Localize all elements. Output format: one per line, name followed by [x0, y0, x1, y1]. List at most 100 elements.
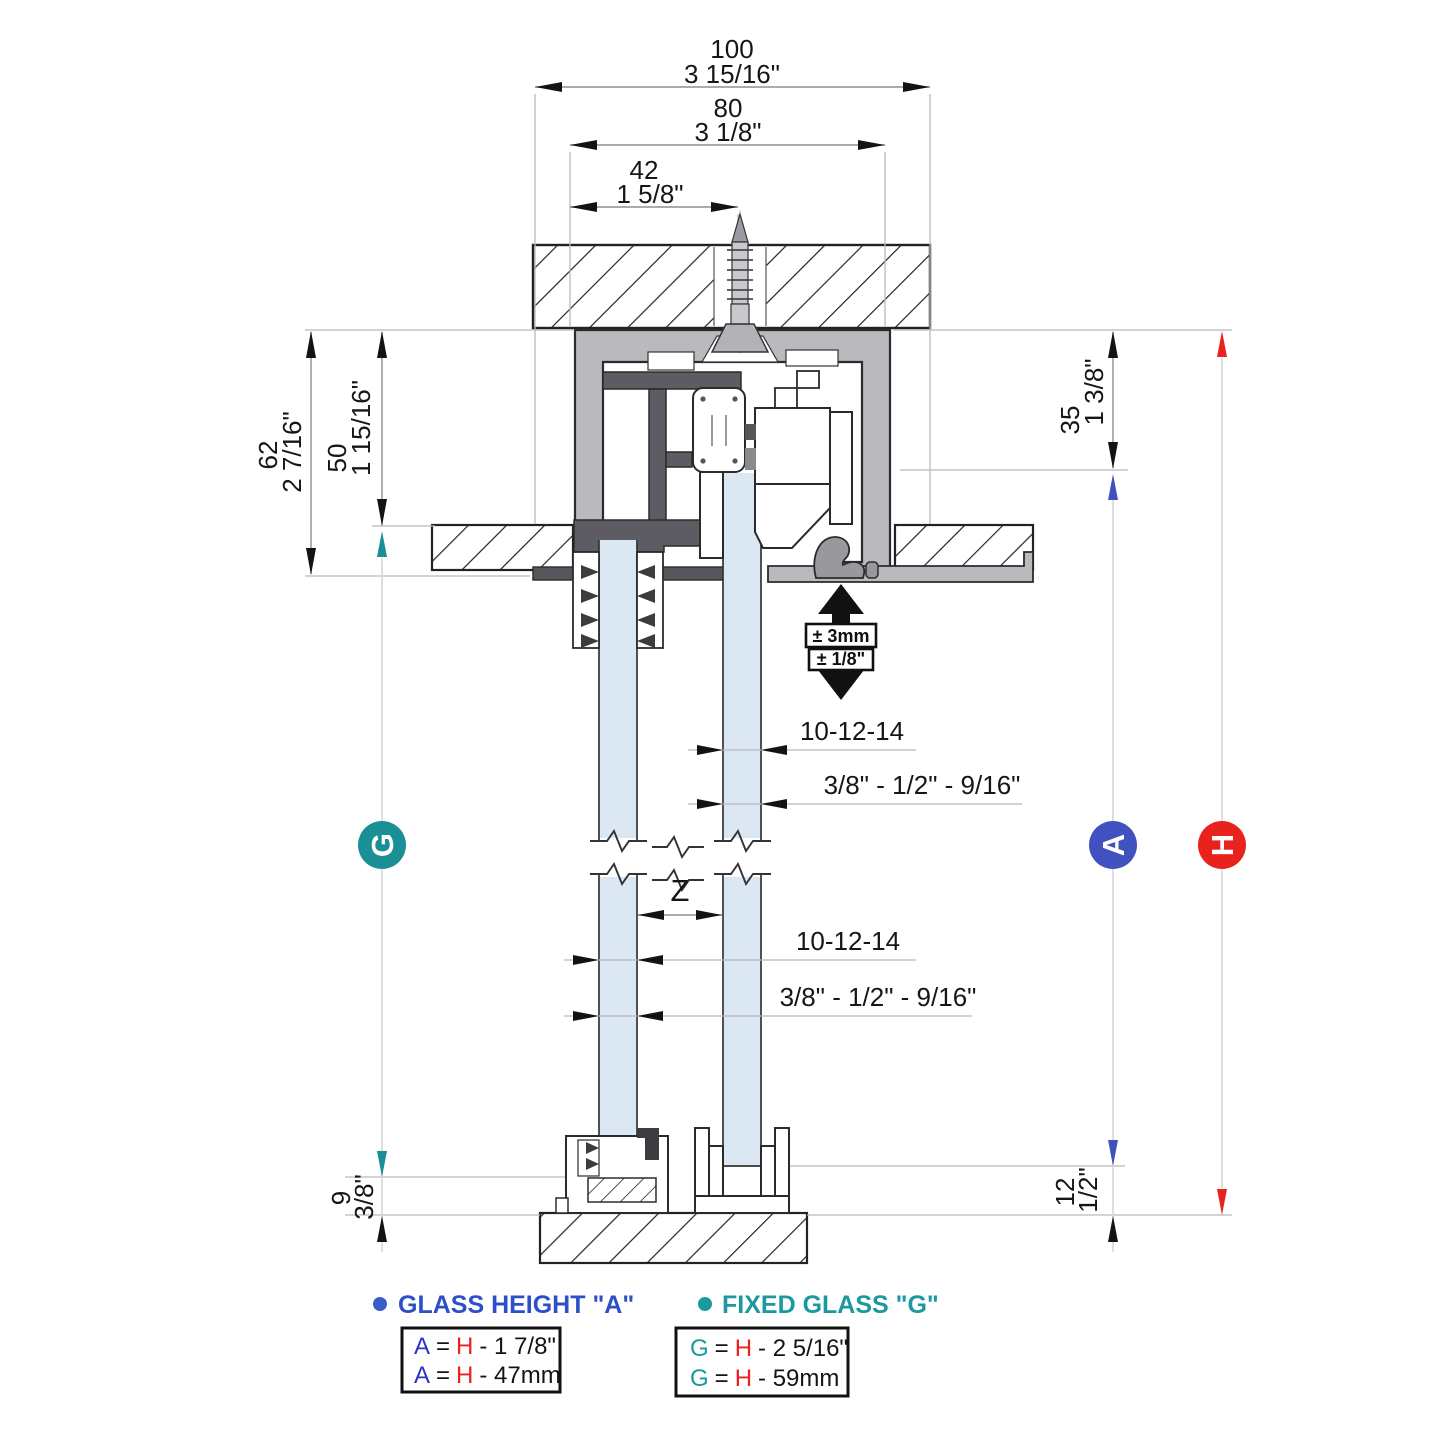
legend-a-row-2: A=H- 47mm — [414, 1362, 561, 1389]
total-height-badge-letter: H — [1205, 834, 1240, 856]
dim-12-inch: 1/2" — [1073, 1167, 1103, 1212]
dim-9-inch: 3/8" — [349, 1174, 379, 1219]
dim-overall-width: 100 3 15/16" — [535, 34, 930, 92]
thickness-mm-label-1: 10-12-14 — [800, 716, 904, 746]
setting-block — [587, 1177, 657, 1203]
dim-9-mm: 9 — [326, 1191, 356, 1205]
legend-glass-height-box — [400, 1326, 562, 1394]
dim-z-label: Z — [671, 873, 690, 908]
dim-side-drop: 35 1 3/8" — [1055, 331, 1118, 469]
fixed-glass-badge-letter: G — [365, 833, 400, 857]
screw-collar — [730, 303, 750, 325]
dim-50-mm: 50 — [322, 444, 352, 473]
dim-12-mm: 12 — [1050, 1178, 1080, 1207]
guide-outer-wall-right — [774, 1127, 790, 1197]
clamp-left-jaw — [699, 471, 724, 559]
dim-screw-offset: 42 1 5/8" — [570, 155, 738, 212]
thickness-callout-fixed: 10-12-14 3/8" - 1/2" - 9/16" — [564, 926, 976, 1021]
dim-62-mm: 62 — [253, 441, 283, 470]
thickness-mm-label-2: 10-12-14 — [796, 926, 900, 956]
total-height-badge — [1198, 821, 1246, 869]
legend-glass-height-title: GLASS HEIGHT "A" — [398, 1291, 634, 1319]
guide-base — [694, 1195, 790, 1214]
clamp-connector-2 — [745, 448, 756, 470]
dim-100-mm: 100 — [710, 34, 753, 64]
header-stem — [648, 388, 667, 526]
dim-35-inch: 1 3/8" — [1079, 358, 1109, 425]
channel-clip — [637, 1128, 659, 1138]
g-top-arrow — [377, 531, 387, 557]
colored-dimension-arrows — [377, 331, 1227, 1215]
clamp-connector-1 — [745, 424, 756, 440]
dim-35-mm: 35 — [1055, 406, 1085, 435]
dim-fixed-floor-gap: 9 3/8" — [326, 1174, 387, 1242]
dim-80-mm: 80 — [714, 93, 743, 123]
legend-a-row-1: A=H- 1 7/8" — [414, 1333, 556, 1360]
track-tslot-right — [785, 349, 839, 367]
sliding-glass-upper — [723, 473, 761, 838]
a-bottom-arrow — [1108, 1140, 1118, 1166]
dim-door-floor-gap: 12 1/2" — [1050, 1167, 1118, 1242]
g-bottom-arrow — [377, 1151, 387, 1177]
clamp-side-plate — [829, 411, 853, 525]
track-tslot-left — [647, 351, 695, 371]
extension-lines — [305, 94, 1232, 1252]
dim-100-inch: 3 15/16" — [684, 59, 780, 89]
legend-g-row-1: G=H- 2 5/16" — [690, 1335, 848, 1362]
left-wall-hatch — [430, 523, 575, 572]
roller-carriage — [692, 370, 879, 579]
screw-threads — [727, 249, 753, 300]
clamp-angled-jaw — [754, 483, 831, 549]
dim-80-inch: 3 1/8" — [694, 117, 761, 147]
adjustment-indicator: ± 3mm ± 1/8" — [804, 584, 878, 700]
clamp-block — [754, 407, 831, 485]
legend: GLASS HEIGHT "A" A=H- 1 7/8" A=H- 47mm F… — [373, 1291, 939, 1398]
h-bottom-arrow — [1217, 1189, 1227, 1215]
guide-inner-wall-right — [760, 1145, 776, 1197]
roller-body — [692, 387, 746, 473]
glass-height-badge-letter: A — [1096, 834, 1131, 856]
seal-foot — [865, 561, 879, 579]
fixed-glass-upper — [599, 540, 637, 838]
floor-channel-fixed — [555, 1128, 669, 1214]
thickness-inch-label-1: 3/8" - 1/2" - 9/16" — [824, 770, 1021, 800]
guide-inner-wall-left — [708, 1145, 724, 1197]
bottom-seal-gasket — [813, 536, 866, 579]
adjustment-inch-label: ± 1/8" — [817, 649, 865, 669]
legend-fixed-glass-title: FIXED GLASS "G" — [722, 1291, 939, 1319]
thickness-callout-sliding: 10-12-14 3/8" - 1/2" - 9/16" — [688, 716, 1022, 809]
dim-overlap-z: Z — [638, 873, 722, 920]
floor-guide-sliding — [694, 1127, 790, 1214]
glass-height-badge — [1089, 821, 1137, 869]
floor-hatch — [538, 1211, 809, 1265]
dim-track-drop: 50 1 15/16" — [322, 331, 387, 526]
screw-head — [710, 323, 770, 353]
a-top-arrow — [1108, 474, 1118, 500]
screw-shank — [731, 241, 749, 305]
mounting-screw — [710, 210, 770, 354]
fixed-glass-badge — [358, 821, 406, 869]
h-top-arrow — [1217, 331, 1227, 357]
marker-badges: G A H — [358, 821, 1246, 869]
hanger-bolt-2 — [796, 370, 820, 389]
sliding-glass-lower — [723, 877, 761, 1166]
screw-tip — [731, 211, 749, 243]
hanger-bolt-1 — [774, 387, 798, 409]
guide-outer-wall-left — [694, 1127, 710, 1197]
bullet-icon — [698, 1297, 712, 1311]
thickness-inch-label-2: 3/8" - 1/2" - 9/16" — [780, 982, 977, 1012]
dim-62-inch: 2 7/16" — [277, 411, 307, 493]
header-step — [665, 451, 693, 468]
dim-total-drop: 62 2 7/16" — [253, 331, 316, 575]
dim-track-width: 80 3 1/8" — [570, 93, 885, 150]
adjustment-mm-label: ± 3mm — [813, 626, 870, 646]
dim-42-mm: 42 — [630, 155, 659, 185]
bullet-icon — [373, 1297, 387, 1311]
right-wall-hatch — [893, 523, 1035, 572]
dim-42-inch: 1 5/8" — [616, 179, 683, 209]
fixed-glass-lower — [599, 877, 637, 1178]
header-gasket-combs — [572, 551, 664, 649]
dim-50-inch: 1 15/16" — [346, 380, 376, 476]
glass-break-marks — [590, 829, 771, 892]
